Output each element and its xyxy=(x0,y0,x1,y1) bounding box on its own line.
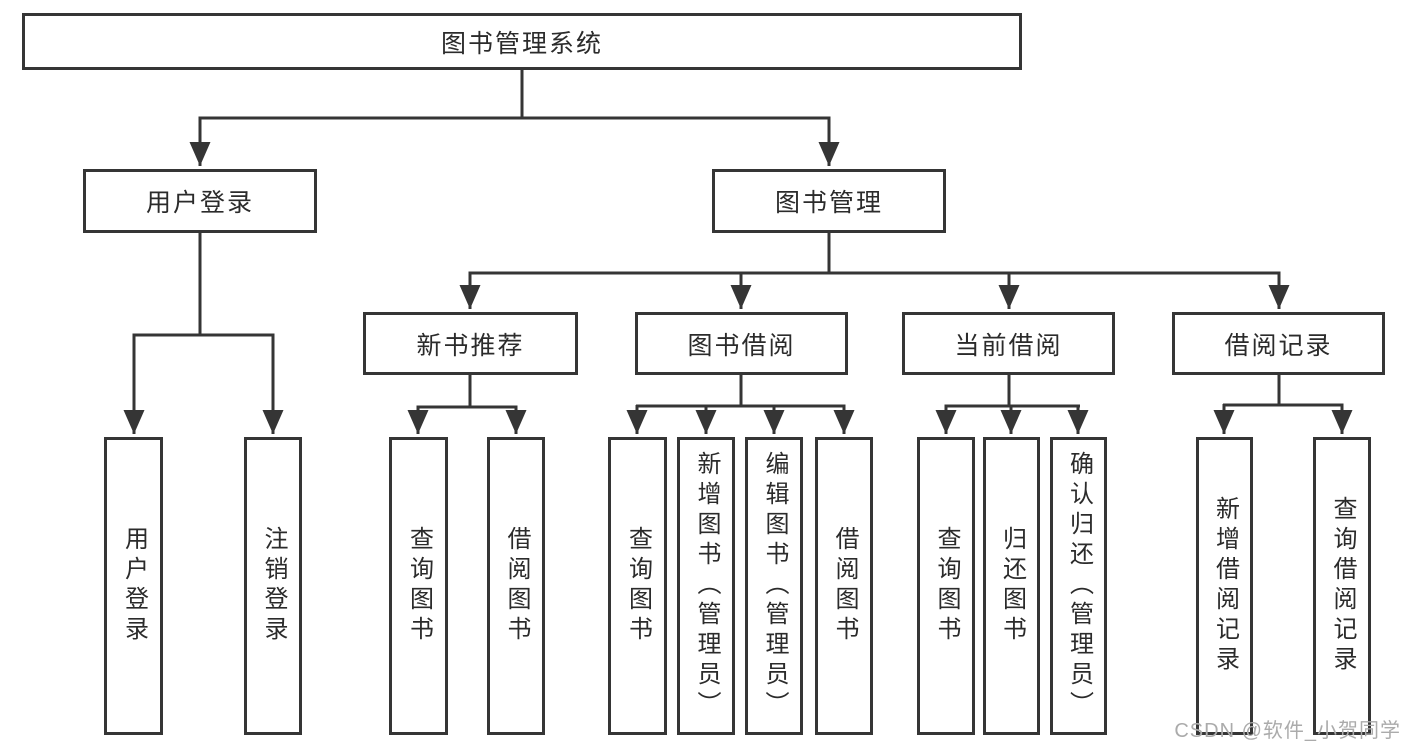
leaf-logout: 注销登录 xyxy=(244,437,302,735)
leaf-label: 注销登录 xyxy=(260,526,287,646)
node-book-borrowing: 图书借阅 xyxy=(635,312,848,375)
node-library-management-system: 图书管理系统 xyxy=(22,13,1022,70)
leaf-label: 确认归还（管理员） xyxy=(1065,451,1093,721)
leaf-label: 新增图书（管理员） xyxy=(693,451,720,721)
leaf-user-login: 用户登录 xyxy=(104,437,163,735)
leaf-add-borrow-record: 新增借阅记录 xyxy=(1196,437,1253,735)
leaf-label: 归还图书 xyxy=(998,526,1026,646)
leaf-add-books-admin: 新增图书（管理员） xyxy=(677,437,735,735)
leaf-label: 新增借阅记录 xyxy=(1211,496,1239,676)
leaf-label: 编辑图书（管理员） xyxy=(761,451,788,721)
leaf-query-books-borrowing: 查询图书 xyxy=(608,437,667,735)
leaf-label: 借阅图书 xyxy=(831,526,858,646)
leaf-confirm-return-admin: 确认归还（管理员） xyxy=(1050,437,1107,735)
leaf-label: 查询图书 xyxy=(405,526,433,646)
node-book-management: 图书管理 xyxy=(712,169,946,233)
leaf-return-books: 归还图书 xyxy=(983,437,1040,735)
leaf-label: 查询图书 xyxy=(933,526,960,646)
leaf-label: 查询借阅记录 xyxy=(1329,496,1356,676)
leaf-query-books-recommend: 查询图书 xyxy=(389,437,448,735)
leaf-borrow-books: 借阅图书 xyxy=(815,437,873,735)
node-borrowing-records: 借阅记录 xyxy=(1172,312,1385,375)
node-current-borrowing: 当前借阅 xyxy=(902,312,1115,375)
leaf-label: 用户登录 xyxy=(120,526,148,646)
leaf-query-books-current: 查询图书 xyxy=(917,437,975,735)
leaf-edit-books-admin: 编辑图书（管理员） xyxy=(745,437,803,735)
node-label: 图书管理系统 xyxy=(440,29,603,58)
leaf-label: 借阅图书 xyxy=(503,526,530,646)
node-new-book-recommendation: 新书推荐 xyxy=(363,312,578,375)
leaf-label: 查询图书 xyxy=(624,526,652,646)
node-user-login: 用户登录 xyxy=(83,169,317,233)
node-label: 当前借阅 xyxy=(954,331,1063,360)
csdn-watermark: CSDN @软件_小贺同学 xyxy=(1174,720,1401,742)
node-label: 图书管理 xyxy=(774,189,883,217)
node-label: 图书借阅 xyxy=(687,331,796,360)
node-label: 借阅记录 xyxy=(1224,331,1333,360)
leaf-borrow-books-recommend: 借阅图书 xyxy=(487,437,545,735)
node-label: 新书推荐 xyxy=(416,331,525,360)
node-label: 用户登录 xyxy=(145,189,254,217)
leaf-query-borrow-record: 查询借阅记录 xyxy=(1313,437,1371,735)
